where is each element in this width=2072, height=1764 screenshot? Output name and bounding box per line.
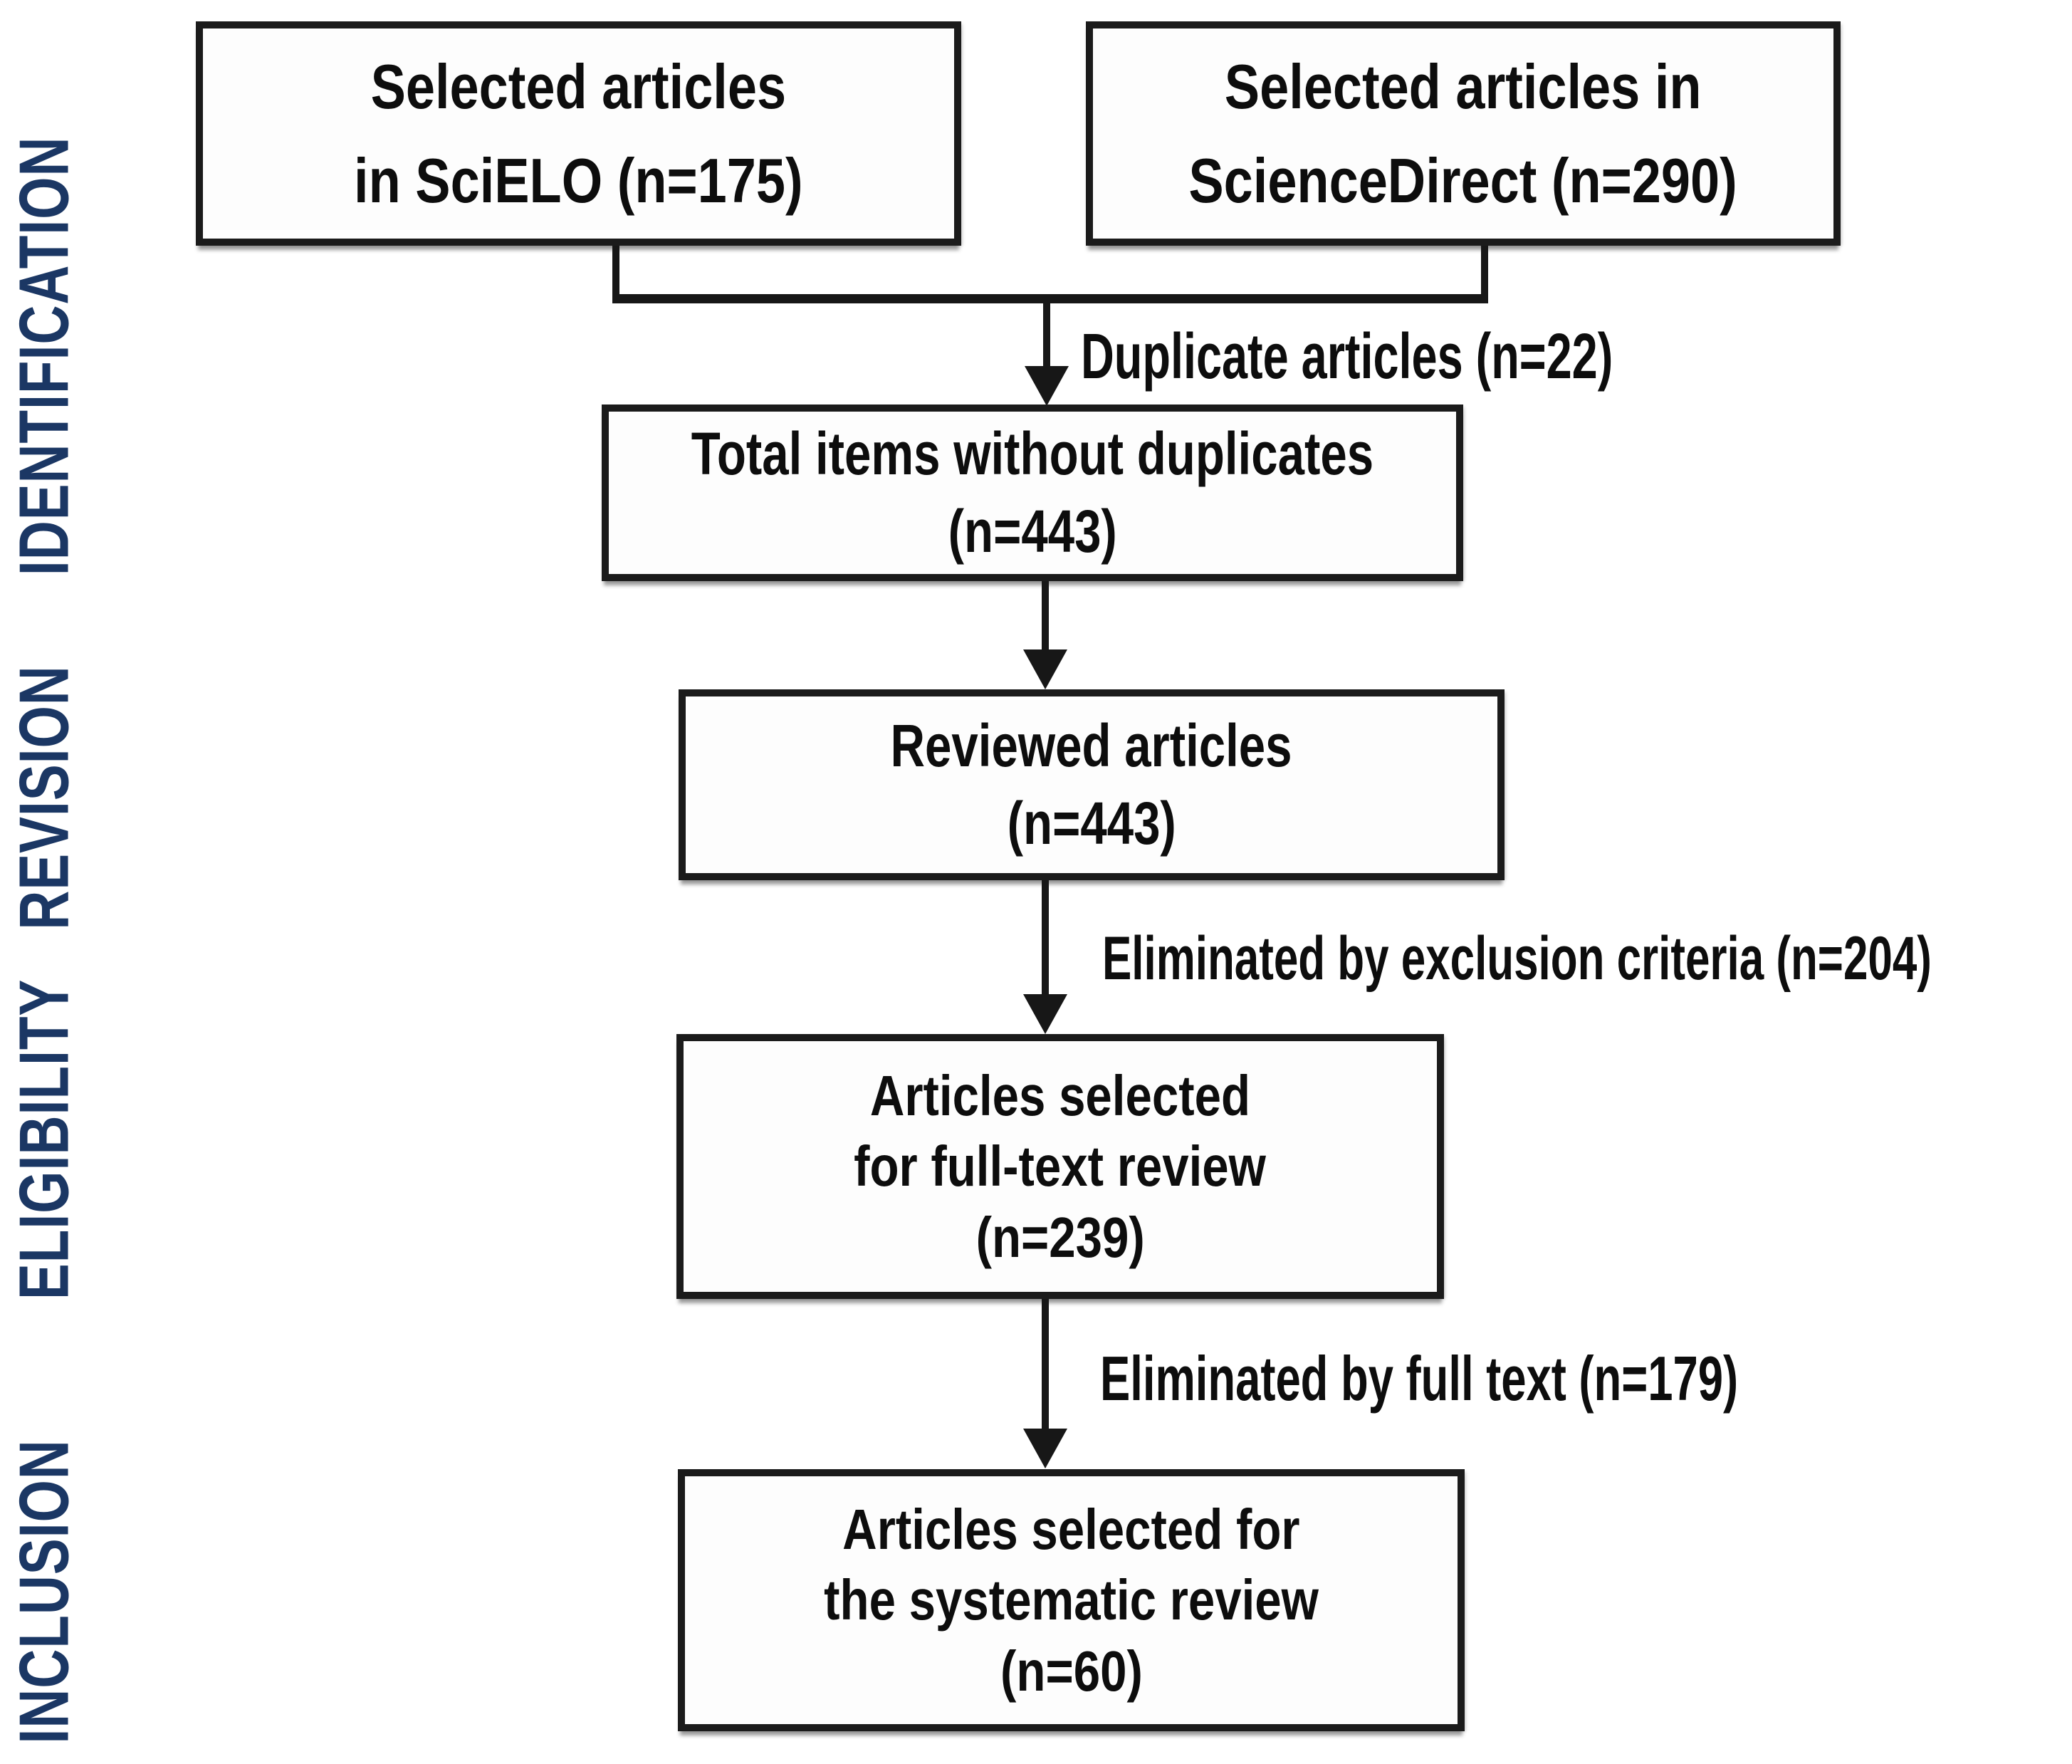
arrow-merge-to-total-head <box>1025 366 1069 406</box>
box-scielo-line1: Selected articles <box>370 51 787 122</box>
box-reviewed-line2: (n=443) <box>1007 790 1176 857</box>
connector-scielo-drop <box>612 246 619 301</box>
phase-label-identification: IDENTIFICATION <box>4 136 83 576</box>
arrow-merge-to-total-stem <box>1043 294 1050 369</box>
box-total-line1: Total items without duplicates <box>691 419 1374 487</box>
box-total-line2: (n=443) <box>948 498 1117 565</box>
box-reviewed: Reviewed articles (n=443) <box>679 689 1505 880</box>
arrow-reviewed-to-fulltext-head <box>1023 994 1067 1034</box>
box-sciencedirect-line1: Selected articles in <box>1225 51 1702 122</box>
phase-label-eligibility: ELIGIBILITY <box>4 978 83 1300</box>
box-fulltext-line1: Articles selected <box>869 1064 1251 1128</box>
edge-label-exclusion: Eliminated by exclusion criteria (n=204) <box>1102 924 1932 993</box>
box-sciencedirect: Selected articles in ScienceDirect (n=29… <box>1086 21 1841 246</box>
edge-label-duplicates: Duplicate articles (n=22) <box>1081 321 1613 392</box>
box-fulltext-line3: (n=239) <box>975 1205 1145 1269</box>
phase-label-revision: REVISION <box>4 665 83 930</box>
box-systematic-line2: the systematic review <box>824 1568 1319 1632</box>
box-fulltext: Articles selected for full-text review (… <box>676 1034 1444 1299</box>
phase-label-inclusion: INCLUSION <box>4 1439 83 1744</box>
box-total: Total items without duplicates (n=443) <box>602 405 1463 581</box>
box-systematic-line3: (n=60) <box>1000 1639 1143 1703</box>
box-scielo: Selected articles in SciELO (n=175) <box>196 21 961 246</box>
box-scielo-line2: in SciELO (n=175) <box>354 145 803 216</box>
box-systematic: Articles selected for the systematic rev… <box>678 1469 1465 1731</box>
arrow-fulltext-to-systematic-head <box>1023 1429 1067 1468</box>
box-reviewed-line1: Reviewed articles <box>890 711 1293 779</box>
arrow-total-to-reviewed-stem <box>1042 581 1049 656</box>
edge-label-fulltext-elim: Eliminated by full text (n=179) <box>1100 1343 1739 1414</box>
connector-merge-bar <box>612 294 1488 303</box>
box-sciencedirect-line2: ScienceDirect (n=290) <box>1188 145 1738 216</box>
connector-sciencedirect-drop <box>1481 246 1488 301</box>
arrow-fulltext-to-systematic-stem <box>1042 1299 1049 1431</box>
arrow-total-to-reviewed-head <box>1023 649 1067 689</box>
box-fulltext-line2: for full-text review <box>854 1134 1267 1199</box>
box-systematic-line1: Articles selected for <box>842 1498 1300 1562</box>
arrow-reviewed-to-fulltext-stem <box>1042 880 1049 997</box>
